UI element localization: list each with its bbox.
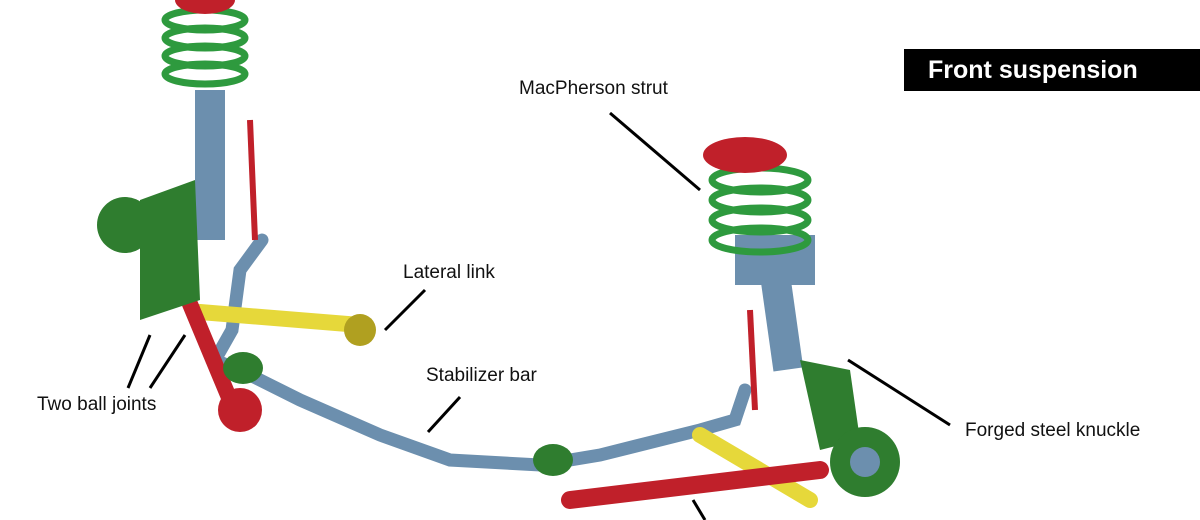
right-drop-link <box>747 309 758 411</box>
label-lateral-link: Lateral link <box>403 262 495 283</box>
left-coil-spring <box>161 6 249 88</box>
right-knuckle <box>800 360 900 497</box>
left-strut-body <box>195 90 225 240</box>
lateral-link-left <box>192 304 368 333</box>
label-forged-steel-knuckle: Forged steel knuckle <box>965 420 1141 441</box>
bushing-left <box>223 352 263 384</box>
right-strut-mount <box>703 137 787 173</box>
right-strut-body <box>758 258 804 372</box>
label-stabilizer-bar: Stabilizer bar <box>426 365 537 386</box>
label-two-ball-joints: Two ball joints <box>37 394 157 415</box>
left-drop-link <box>247 119 258 241</box>
bushing-right <box>533 444 573 476</box>
left-knuckle <box>97 180 200 320</box>
diagram-title: Front suspension <box>904 49 1200 91</box>
label-macpherson-strut: MacPherson strut <box>519 78 668 99</box>
lower-arm-right <box>561 461 829 509</box>
leader-lines <box>126 111 951 520</box>
lateral-link-right <box>692 427 818 508</box>
